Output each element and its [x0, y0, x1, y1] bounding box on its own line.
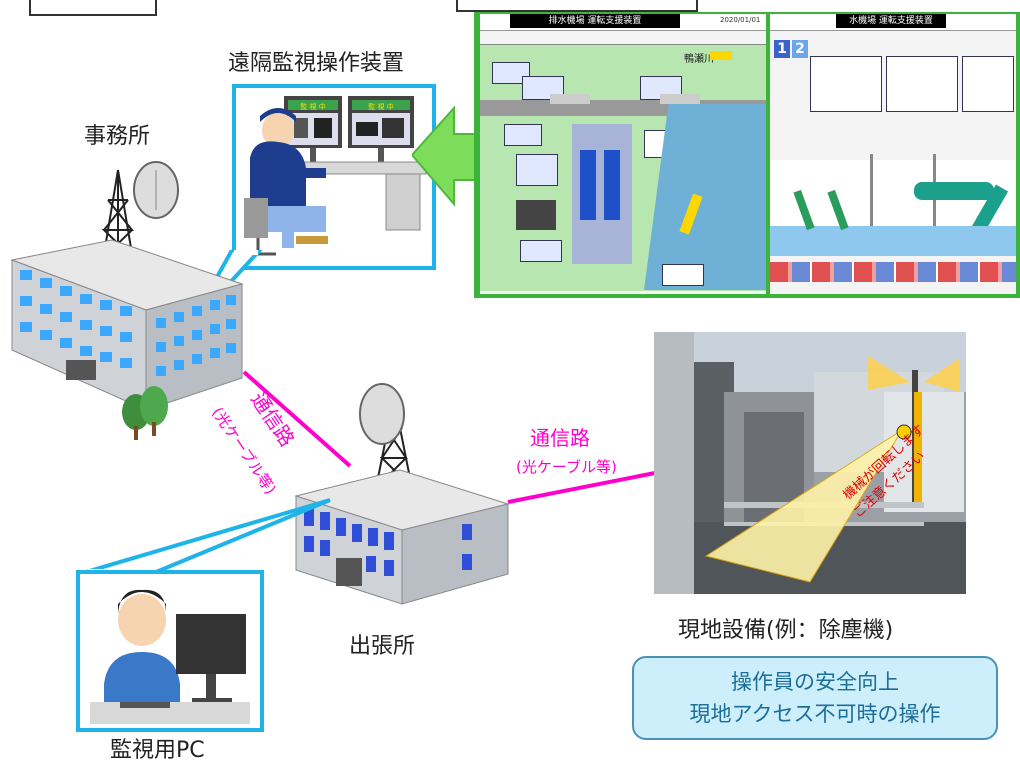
scada-panel: 排水機場 運転支援装置 2020/01/01 鴨瀬川 水機場 運転支援装置 1 … — [474, 12, 1020, 298]
benefit-1: 操作員の安全向上 — [731, 670, 899, 694]
scada-tab-1[interactable]: 1 — [774, 40, 790, 58]
top-center-box — [456, 0, 698, 12]
operator-bubble: 監 視 中 監 視 中 — [232, 84, 436, 270]
scada-screen-right: 水機場 運転支援装置 1 2 — [770, 14, 1016, 294]
branch-office-label: 出張所 — [349, 634, 416, 659]
site-photo-illustration: 機械が回転します ご注意ください — [654, 332, 966, 594]
branch-office-building — [294, 383, 510, 605]
office-label: 事務所 — [84, 124, 151, 149]
site-photo: 機械が回転します ご注意ください — [654, 332, 966, 594]
operator-illustration: 監 視 中 監 視 中 — [236, 88, 432, 266]
benefit-2: 現地アクセス不可時の操作 — [689, 702, 941, 726]
pc-bubble-tail — [85, 498, 331, 575]
scada-left-date: 2020/01/01 — [720, 16, 761, 24]
monitor-pc-label: 監視用PC — [110, 738, 205, 763]
scada-left-title: 排水機場 運転支援装置 — [510, 14, 680, 28]
pc-monitor — [176, 614, 246, 674]
scada-screen-left: 排水機場 運転支援装置 2020/01/01 鴨瀬川 — [480, 14, 766, 294]
comm-path-2-title: 通信路 — [530, 426, 590, 450]
scada-right-title: 水機場 運転支援装置 — [836, 14, 946, 28]
top-left-box — [29, 0, 157, 16]
pc-user-illustration — [80, 574, 260, 728]
scada-left-flow-label: 鴨瀬川 — [684, 54, 714, 65]
monitor-right-sign: 監 視 中 — [368, 102, 393, 111]
scada-tab-2[interactable]: 2 — [792, 40, 808, 58]
scada-flow-arrow — [710, 51, 732, 60]
comm-path-2-sub: (光ケーブル等) — [516, 458, 617, 476]
office-building — [10, 161, 244, 440]
pc-bubble — [76, 570, 264, 732]
site-equipment-label: 現地設備(例：除塵機) — [678, 618, 894, 643]
monitor-left-sign: 監 視 中 — [300, 102, 325, 111]
remote-device-label: 遠隔監視操作装置 — [228, 51, 405, 76]
benefit-notice: 操作員の安全向上 現地アクセス不可時の操作 — [632, 656, 998, 740]
